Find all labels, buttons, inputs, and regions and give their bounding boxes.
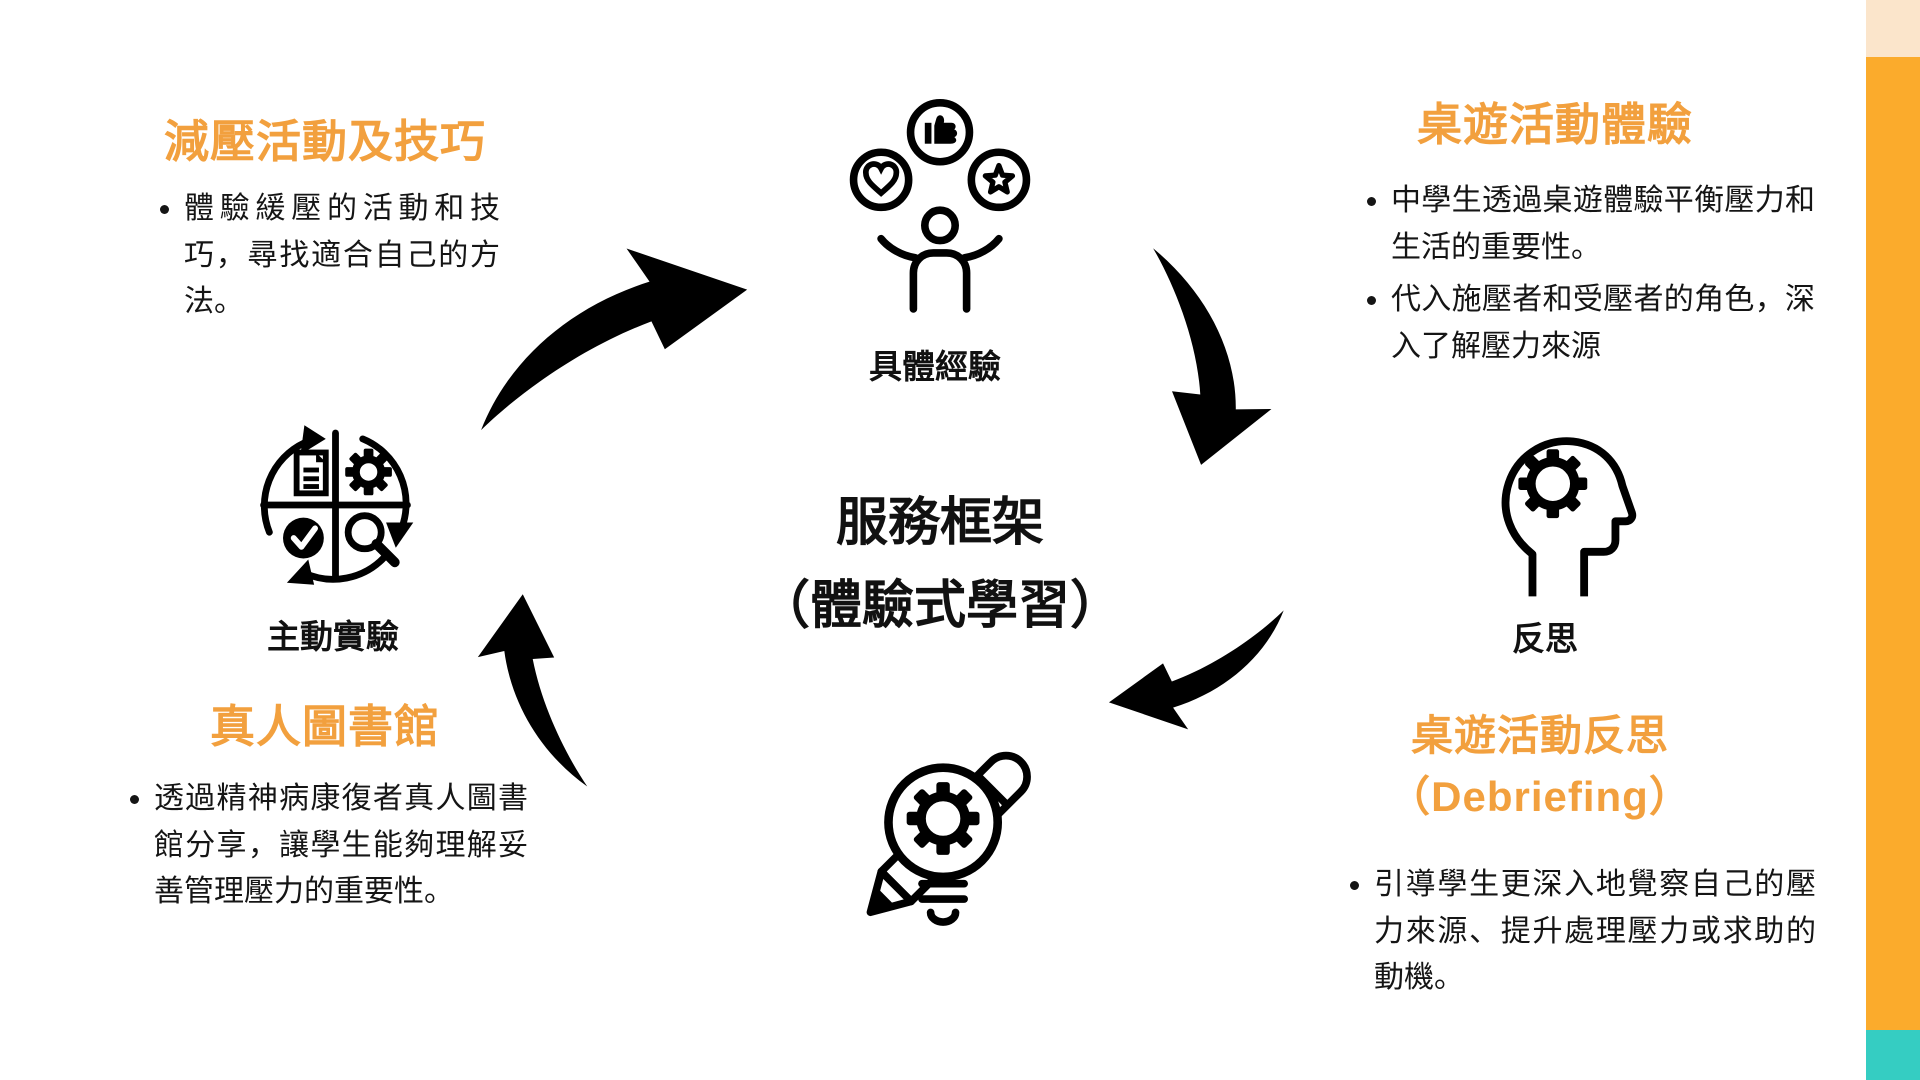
section-heading-debriefing: 桌遊活動反思 （Debriefing）: [1360, 706, 1720, 828]
bullet-item: 中學生透過桌遊體驗平衡壓力和生活的重要性。: [1391, 178, 1815, 271]
section-heading-stress-relief: 減壓活動及技巧: [163, 116, 486, 167]
section-bullets-debriefing: 引導學生更深入地覺察自己的壓力來源、提升處理壓力或求助的動機。: [1338, 862, 1816, 1008]
section-heading-boardgame-experience: 桌遊活動體驗: [1416, 99, 1693, 150]
corner-teal-block: [1866, 1030, 1920, 1080]
cycle-tasks-icon: [248, 415, 423, 595]
bullet-item: 代入施壓者和受壓者的角色，深入了解壓力來源: [1391, 277, 1815, 370]
bullet-item: 透過精神病康復者真人圖書館分享，讓學生能夠理解妥善管理壓力的重要性。: [154, 776, 528, 916]
arrow-left-to-top-icon: [438, 220, 773, 452]
corner-cream-block: [1866, 0, 1920, 57]
person-praise-icon: [845, 92, 1035, 317]
diagram-title-line2: （體驗式學習）: [757, 577, 1122, 636]
right-orange-bar: [1866, 57, 1920, 1030]
bullet-item: 體驗緩壓的活動和技巧，尋找適合自己的方法。: [184, 186, 500, 326]
arrow-right-to-bottom-icon: [1092, 596, 1312, 748]
node-label-active-experimentation: 主動實驗: [267, 618, 399, 655]
node-label-concrete-experience: 具體經驗: [869, 348, 1001, 385]
section-bullets-human-library: 透過精神病康復者真人圖書館分享，讓學生能夠理解妥善管理壓力的重要性。: [118, 776, 528, 922]
node-label-reflection: 反思: [1512, 620, 1578, 657]
section-heading-debriefing-line2: （Debriefing）: [1388, 772, 1692, 820]
arrow-top-to-right-icon: [1088, 248, 1313, 472]
head-gear-icon: [1478, 418, 1648, 598]
section-heading-human-library: 真人圖書館: [209, 701, 440, 752]
diagram-title-line1: 服務框架: [835, 494, 1044, 552]
bullet-item: 引導學生更深入地覺察自己的壓力來源、提升處理壓力或求助的動機。: [1374, 862, 1816, 1002]
bulb-gear-pencil-icon: [830, 722, 1060, 962]
section-bullets-stress-relief: 體驗緩壓的活動和技巧，尋找適合自己的方法。: [148, 186, 500, 332]
diagram-title: 服務框架 （體驗式學習）: [660, 482, 1220, 648]
section-bullets-boardgame-experience: 中學生透過桌遊體驗平衡壓力和生活的重要性。 代入施壓者和受壓者的角色，深入了解壓…: [1355, 178, 1815, 376]
section-heading-debriefing-line1: 桌遊活動反思: [1410, 712, 1669, 759]
arrow-bottom-to-left-icon: [452, 586, 622, 794]
